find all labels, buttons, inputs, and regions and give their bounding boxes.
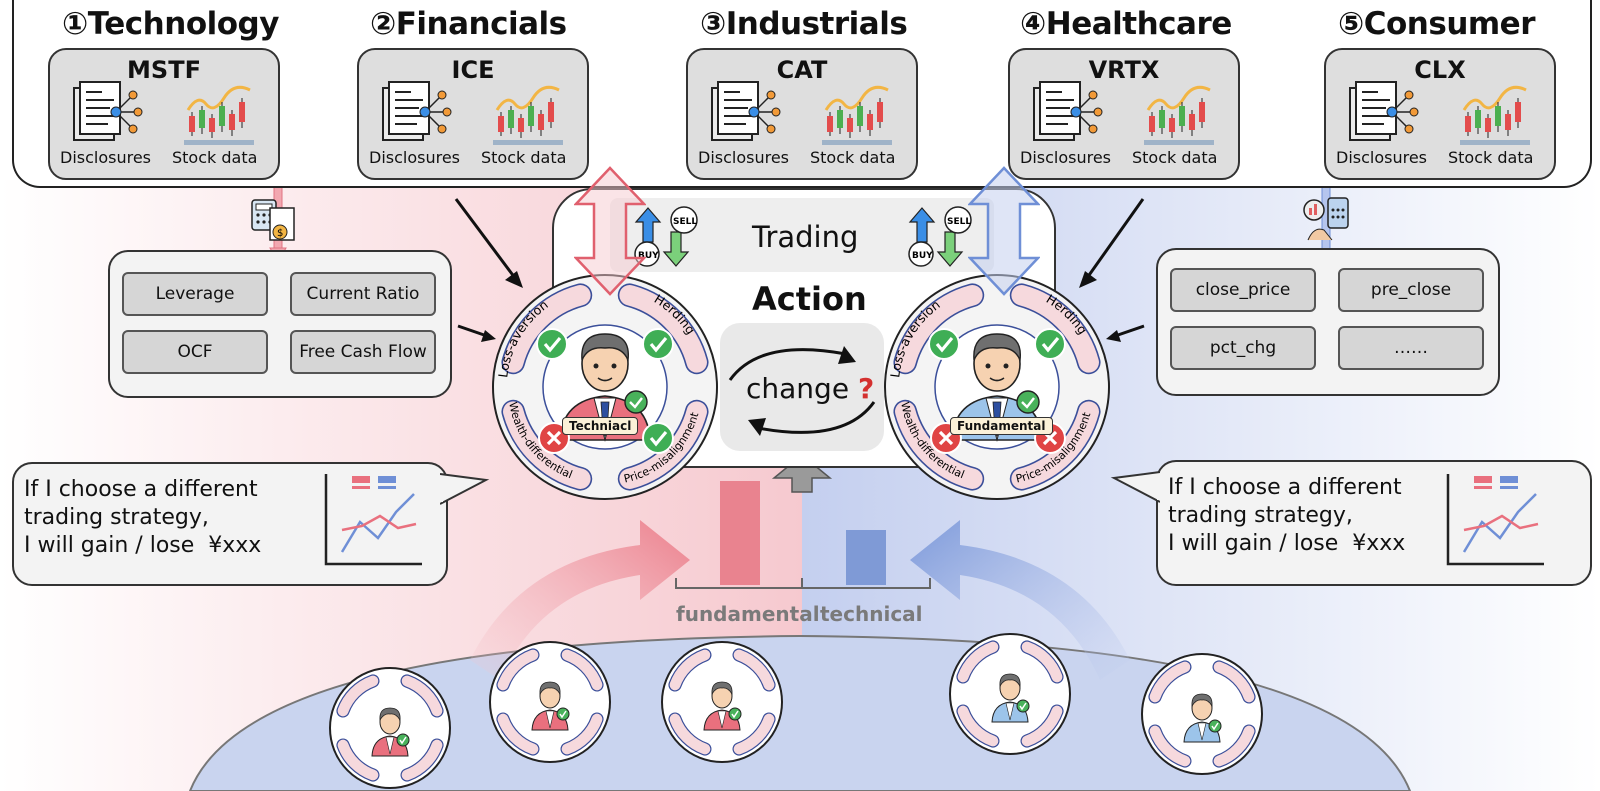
bias-lozenge <box>893 399 985 491</box>
stock-data-label: Stock data <box>810 148 896 167</box>
metric-close-price: close_price <box>1170 268 1316 312</box>
sector-card: MSTF Disclosures Stock data <box>48 48 280 180</box>
sector-title: ⑤Consumer <box>1338 6 1536 42</box>
right-metric-panel: close_price pre_close pct_chg …… <box>1156 248 1500 396</box>
stock-candlestick-icon <box>1460 85 1530 145</box>
sector-title: ①Technology <box>62 6 279 42</box>
change-panel <box>720 323 884 451</box>
population-agent <box>329 667 451 789</box>
buy-sell-icon-right: BUY SELL <box>908 206 972 267</box>
ticker-symbol: CAT <box>776 56 828 84</box>
bias-lozenge <box>617 283 709 375</box>
sector-title: ③Industrials <box>700 6 908 42</box>
bubble-tail-right <box>1110 471 1160 503</box>
population-agent <box>489 641 611 763</box>
ticker-symbol: MSTF <box>127 56 201 84</box>
metric-more: …… <box>1338 326 1484 370</box>
stock-data-label: Stock data <box>172 148 258 167</box>
double-arrow-blue <box>968 166 1040 296</box>
sector-title: ②Financials <box>370 6 567 42</box>
bubble-text-right: If I choose a different trading strategy… <box>1168 475 1406 556</box>
sector-card: ICE Disclosures Stock data <box>357 48 589 180</box>
disclosures-label: Disclosures <box>369 148 461 167</box>
ticker-symbol: VRTX <box>1088 56 1160 84</box>
sector-card: CLX Disclosures Stock data <box>1324 48 1556 180</box>
sell-label-left: SELL <box>673 217 697 227</box>
disclosures-label: Disclosures <box>698 148 790 167</box>
calculator-report-icon: $ <box>251 199 295 241</box>
bias-lozenge <box>501 399 593 491</box>
bias-lozenge <box>501 283 593 375</box>
check-icon <box>928 328 960 360</box>
stock-data-label: Stock data <box>481 148 567 167</box>
metric-current-ratio: Current Ratio <box>290 272 436 316</box>
check-icon <box>536 328 568 360</box>
action-title: Action <box>752 280 867 318</box>
bubble-text-left: If I choose a different trading strategy… <box>24 477 262 558</box>
disclosures-label: Disclosures <box>1336 148 1428 167</box>
disclosures-label: Disclosures <box>60 148 152 167</box>
metric-leverage: Leverage <box>122 272 268 316</box>
ticker-symbol: ICE <box>451 56 495 84</box>
check-icon <box>1034 328 1066 360</box>
stock-candlestick-icon <box>1144 85 1214 145</box>
stock-candlestick-icon <box>493 85 563 145</box>
disclosure-document-icon <box>382 81 452 141</box>
double-arrow-red <box>574 166 646 296</box>
strategy-tag: Fundamental <box>950 417 1053 435</box>
check-icon <box>642 422 674 454</box>
disclosure-document-icon <box>1349 81 1419 141</box>
bubble-tail-left <box>440 473 490 505</box>
stock-candlestick-icon <box>184 85 254 145</box>
strategy-tag: Techniacl <box>562 417 639 435</box>
check-icon <box>642 328 674 360</box>
sector-title: ④Healthcare <box>1020 6 1232 42</box>
disclosures-label: Disclosures <box>1020 148 1112 167</box>
buy-sell-icon-left: BUY SELL <box>634 206 698 267</box>
buy-label-right: BUY <box>912 251 933 261</box>
metric-free-cash-flow: Free Cash Flow <box>290 330 436 374</box>
cross-icon <box>538 422 570 454</box>
population-agent <box>949 633 1071 755</box>
trading-title: Trading <box>752 220 859 254</box>
sector-card: CAT Disclosures Stock data <box>686 48 918 180</box>
change-cycle-arrows <box>728 346 876 436</box>
left-metric-panel: Leverage Current Ratio OCF Free Cash Flo… <box>108 250 452 398</box>
sell-label-right: SELL <box>947 217 971 227</box>
question-mark: ? <box>857 372 875 405</box>
mini-chart-icon-right <box>1446 474 1544 566</box>
bias-lozenge <box>893 283 985 375</box>
bias-lozenge <box>617 399 709 491</box>
population-agent <box>1141 653 1263 775</box>
stock-candlestick-icon <box>822 85 892 145</box>
metric-pct-chg: pct_chg <box>1170 326 1316 370</box>
chart-calculator-icon <box>1303 197 1349 241</box>
svg-text:$: $ <box>277 228 283 239</box>
metric-ocf: OCF <box>122 330 268 374</box>
stock-data-label: Stock data <box>1448 148 1534 167</box>
bias-lozenge <box>1009 283 1101 375</box>
disclosure-document-icon <box>711 81 781 141</box>
metric-pre-close: pre_close <box>1338 268 1484 312</box>
change-text: change <box>746 372 850 405</box>
change-label: change ? <box>746 372 874 405</box>
label-fundamental: fundamental <box>676 602 820 626</box>
population-agent <box>661 641 783 763</box>
speech-bubble-left: If I choose a different trading strategy… <box>12 462 448 586</box>
ticker-symbol: CLX <box>1414 56 1466 84</box>
sector-card: VRTX Disclosures Stock data <box>1008 48 1240 180</box>
stock-data-label: Stock data <box>1132 148 1218 167</box>
buy-label-left: BUY <box>638 251 659 261</box>
disclosure-document-icon <box>73 81 143 141</box>
label-technical: technical <box>820 602 923 626</box>
bias-lozenge <box>1009 399 1101 491</box>
mini-chart-icon-left <box>324 474 422 566</box>
disclosure-document-icon <box>1033 81 1103 141</box>
